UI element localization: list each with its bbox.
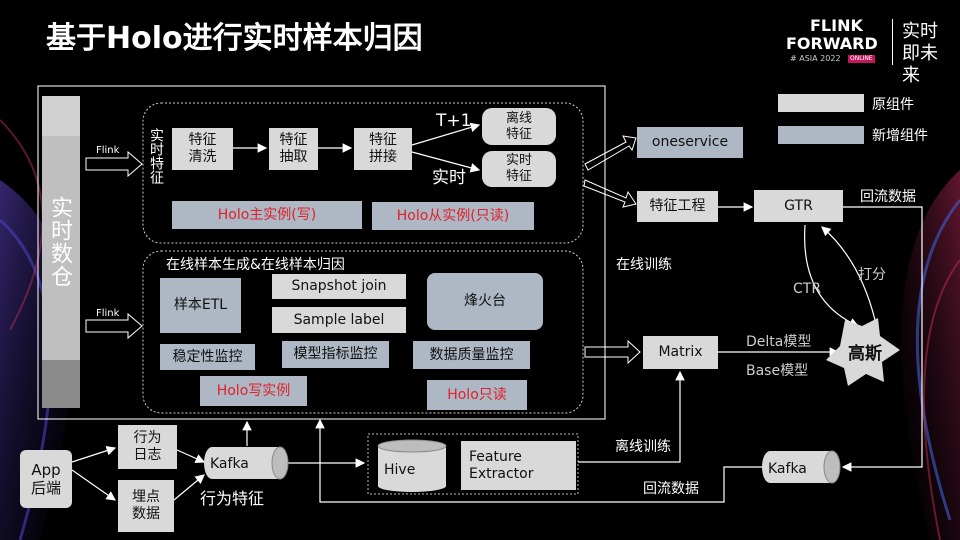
holo-write-box: Holo写实例 [200, 376, 307, 406]
gauss-label: 高斯 [848, 344, 882, 364]
model-metric-monitor-box: 模型指标监控 [282, 341, 389, 368]
sample-etl-box: 样本ETL [160, 278, 241, 333]
tracking-data-box: 埋点数据 [118, 480, 174, 532]
realtime-feature-box: 实时特征 [482, 151, 556, 187]
t-plus-1-label: T+1 [436, 111, 472, 131]
delta-model-label: Delta模型 [746, 334, 812, 350]
feature-clean-box: 特征清洗 [172, 128, 233, 170]
holo-slave-box: Holo从实例(只读) [372, 202, 534, 230]
kafka-right-label: Kafka [768, 461, 807, 477]
legend-new-swatch [778, 126, 864, 144]
legend-new-label: 新增组件 [872, 128, 928, 144]
feature-extract-box: 特征抽取 [269, 128, 318, 170]
kafka-left-label: Kafka [210, 456, 249, 472]
score-label: 打分 [858, 267, 886, 283]
flink-label-bottom: Flink [96, 308, 120, 319]
flink-label-top: Flink [96, 145, 120, 156]
legend-original-label: 原组件 [872, 97, 914, 113]
backflow-label-top: 回流数据 [860, 189, 916, 205]
oneservice-box: oneservice [637, 127, 743, 158]
hive-label: Hive [384, 462, 416, 478]
feature-extractor-box: Feature Extractor [461, 441, 576, 490]
flink-forward-logo: FLINK FORWARD # ASIA 2022 ONLINE 实时即未来 [786, 16, 938, 87]
offline-train-label: 离线训练 [615, 439, 671, 455]
base-model-label: Base模型 [746, 363, 809, 379]
offline-feature-box: 离线特征 [482, 108, 556, 145]
page-title: 基于Holo进行实时样本归因 [46, 21, 423, 56]
matrix-box: Matrix [643, 336, 718, 369]
data-quality-monitor-box: 数据质量监控 [413, 341, 530, 369]
feature-engineering-box: 特征工程 [637, 191, 718, 222]
online-section-title: 在线样本生成&在线样本归因 [166, 257, 345, 273]
backflow-label-bottom: 回流数据 [643, 481, 699, 497]
gtr-box: GTR [754, 190, 843, 222]
holo-master-box: Holo主实例(写) [172, 201, 362, 229]
holo-readonly-box: Holo只读 [427, 380, 527, 410]
app-backend-box: App后端 [20, 450, 72, 508]
snapshot-join-box: Snapshot join [272, 274, 406, 299]
legend-original-swatch [778, 94, 864, 112]
fenghuotai-box: 烽火台 [427, 273, 543, 330]
stability-monitor-box: 稳定性监控 [160, 344, 255, 370]
realtime-label: 实时 [432, 168, 466, 188]
sample-label-box: Sample label [272, 307, 406, 333]
ctr-label: CTR [793, 281, 822, 297]
behavior-feature-label: 行为特征 [200, 489, 265, 508]
online-train-label: 在线训练 [616, 257, 672, 273]
realtime-warehouse-label: 实时数仓 [47, 196, 72, 288]
realtime-feature-section-label: 实时特征 [148, 128, 164, 184]
feature-join-box: 特征拼接 [354, 128, 412, 170]
behavior-log-box: 行为日志 [118, 425, 177, 469]
